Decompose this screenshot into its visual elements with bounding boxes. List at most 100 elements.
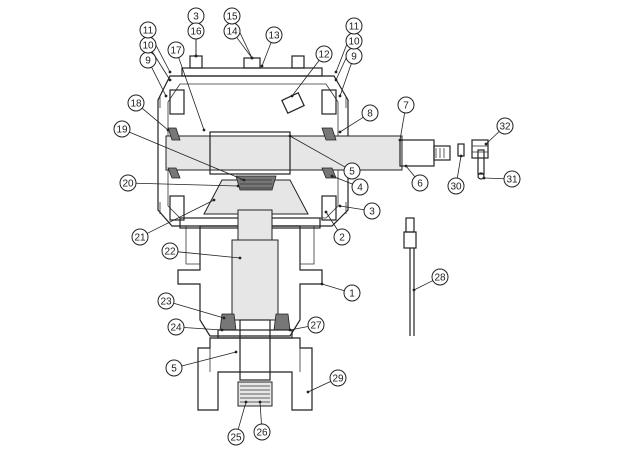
leader-line-c28 [413, 280, 434, 291]
leader-tip-c10a [168, 78, 172, 82]
callout-c18: 18 [127, 94, 145, 112]
callout-circle [333, 228, 351, 246]
callout-label: 10 [348, 37, 360, 48]
callout-label: 13 [268, 31, 280, 42]
callout-circle [503, 170, 521, 188]
leader-tip-c31 [482, 176, 486, 180]
callout-label: 1 [349, 289, 355, 300]
leader-tip-c13 [260, 64, 264, 68]
leader-line-c12 [291, 60, 320, 97]
callout-label: 9 [145, 56, 151, 67]
leader-tip-c26 [258, 400, 262, 404]
callout-c12: 12 [315, 45, 333, 63]
callout-label: 5 [171, 364, 177, 375]
callout-label: 30 [450, 182, 462, 193]
leader-line-c2 [325, 211, 339, 231]
leader-tip-c29 [306, 390, 310, 394]
callout-label: 9 [351, 52, 357, 63]
callout-c22: 22 [161, 242, 179, 260]
callout-c11a: 11 [139, 21, 157, 39]
callout-circle [431, 268, 449, 286]
callout-circle [167, 41, 185, 59]
callout-c24: 24 [167, 318, 185, 336]
callout-circle [363, 202, 381, 220]
callout-c3b: 3 [363, 202, 381, 220]
callout-label: 23 [160, 297, 172, 308]
leader-tip-c10b [334, 78, 338, 82]
callout-c32: 32 [496, 117, 514, 135]
bevel-gears [203, 175, 309, 215]
leader-tip-c7 [398, 138, 402, 142]
callout-circle [157, 292, 175, 310]
leader-line-c8 [339, 116, 364, 133]
callout-label: 15 [226, 12, 238, 23]
leader-line-c5a [289, 135, 346, 168]
callout-c27: 27 [307, 316, 325, 334]
callout-c20: 20 [119, 174, 137, 192]
callout-c23: 23 [157, 292, 175, 310]
leader-tip-c17 [202, 128, 206, 132]
leader-tip-c23 [222, 316, 226, 320]
leader-line-c24 [183, 327, 223, 331]
callout-label: 19 [116, 125, 128, 136]
callout-label: 12 [318, 50, 330, 61]
callout-circle [343, 162, 361, 180]
callout-circle [227, 428, 245, 446]
callout-c26: 26 [253, 423, 271, 441]
callout-c1: 1 [343, 284, 361, 302]
callout-c5b: 5 [165, 359, 183, 377]
callout-c31: 31 [503, 170, 521, 188]
callout-circle [167, 318, 185, 336]
callout-c10b: 10 [345, 32, 363, 50]
leader-tip-c22 [238, 256, 242, 260]
callout-c15: 15 [223, 7, 241, 25]
leader-line-c17 [178, 57, 205, 131]
callout-circle [139, 21, 157, 39]
callout-c9a: 9 [139, 51, 157, 69]
callout-label: 18 [130, 99, 142, 110]
callout-c3a: 3 [187, 7, 205, 25]
leader-tip-c15 [250, 56, 254, 60]
callout-c6: 6 [411, 174, 429, 192]
leader-tip-c2 [324, 210, 328, 214]
callout-circle [161, 242, 179, 260]
leader-line-c5b [181, 351, 237, 367]
callout-label: 11 [143, 26, 154, 37]
callout-c16: 16 [187, 22, 205, 40]
callout-circle [397, 96, 415, 114]
leader-line-c6 [405, 165, 416, 178]
leader-tip-c9b [338, 94, 342, 98]
callout-circle [253, 423, 271, 441]
leader-line-c22 [177, 251, 241, 259]
horizontal-shaft [165, 92, 451, 179]
callout-circle [351, 178, 369, 196]
callout-circle [329, 369, 347, 387]
callout-c14: 14 [223, 22, 241, 40]
callout-label: 26 [256, 428, 268, 439]
callout-c17: 17 [167, 41, 185, 59]
callout-leaders [129, 23, 505, 430]
callout-label: 31 [506, 175, 518, 186]
leader-line-c9a [151, 66, 167, 97]
leader-line-c21 [146, 199, 215, 234]
callout-c28: 28 [431, 268, 449, 286]
callout-circle [307, 316, 325, 334]
callout-c4: 4 [351, 178, 369, 196]
leader-line-c31 [483, 177, 505, 180]
leader-tip-c30 [459, 154, 463, 158]
leader-line-c26 [259, 401, 262, 425]
callout-label: 17 [170, 46, 182, 57]
leader-line-c14 [236, 37, 253, 59]
leader-line-c30 [456, 155, 462, 179]
callout-label: 22 [164, 247, 176, 258]
leader-line-c25 [237, 401, 247, 430]
callout-circle [496, 117, 514, 135]
leader-tip-c32 [484, 142, 488, 146]
leader-tip-c20 [236, 184, 240, 188]
leader-tip-c11a [168, 70, 172, 74]
leader-tip-c16 [194, 54, 198, 58]
callout-label: 11 [349, 22, 360, 33]
callout-label: 28 [434, 273, 446, 284]
